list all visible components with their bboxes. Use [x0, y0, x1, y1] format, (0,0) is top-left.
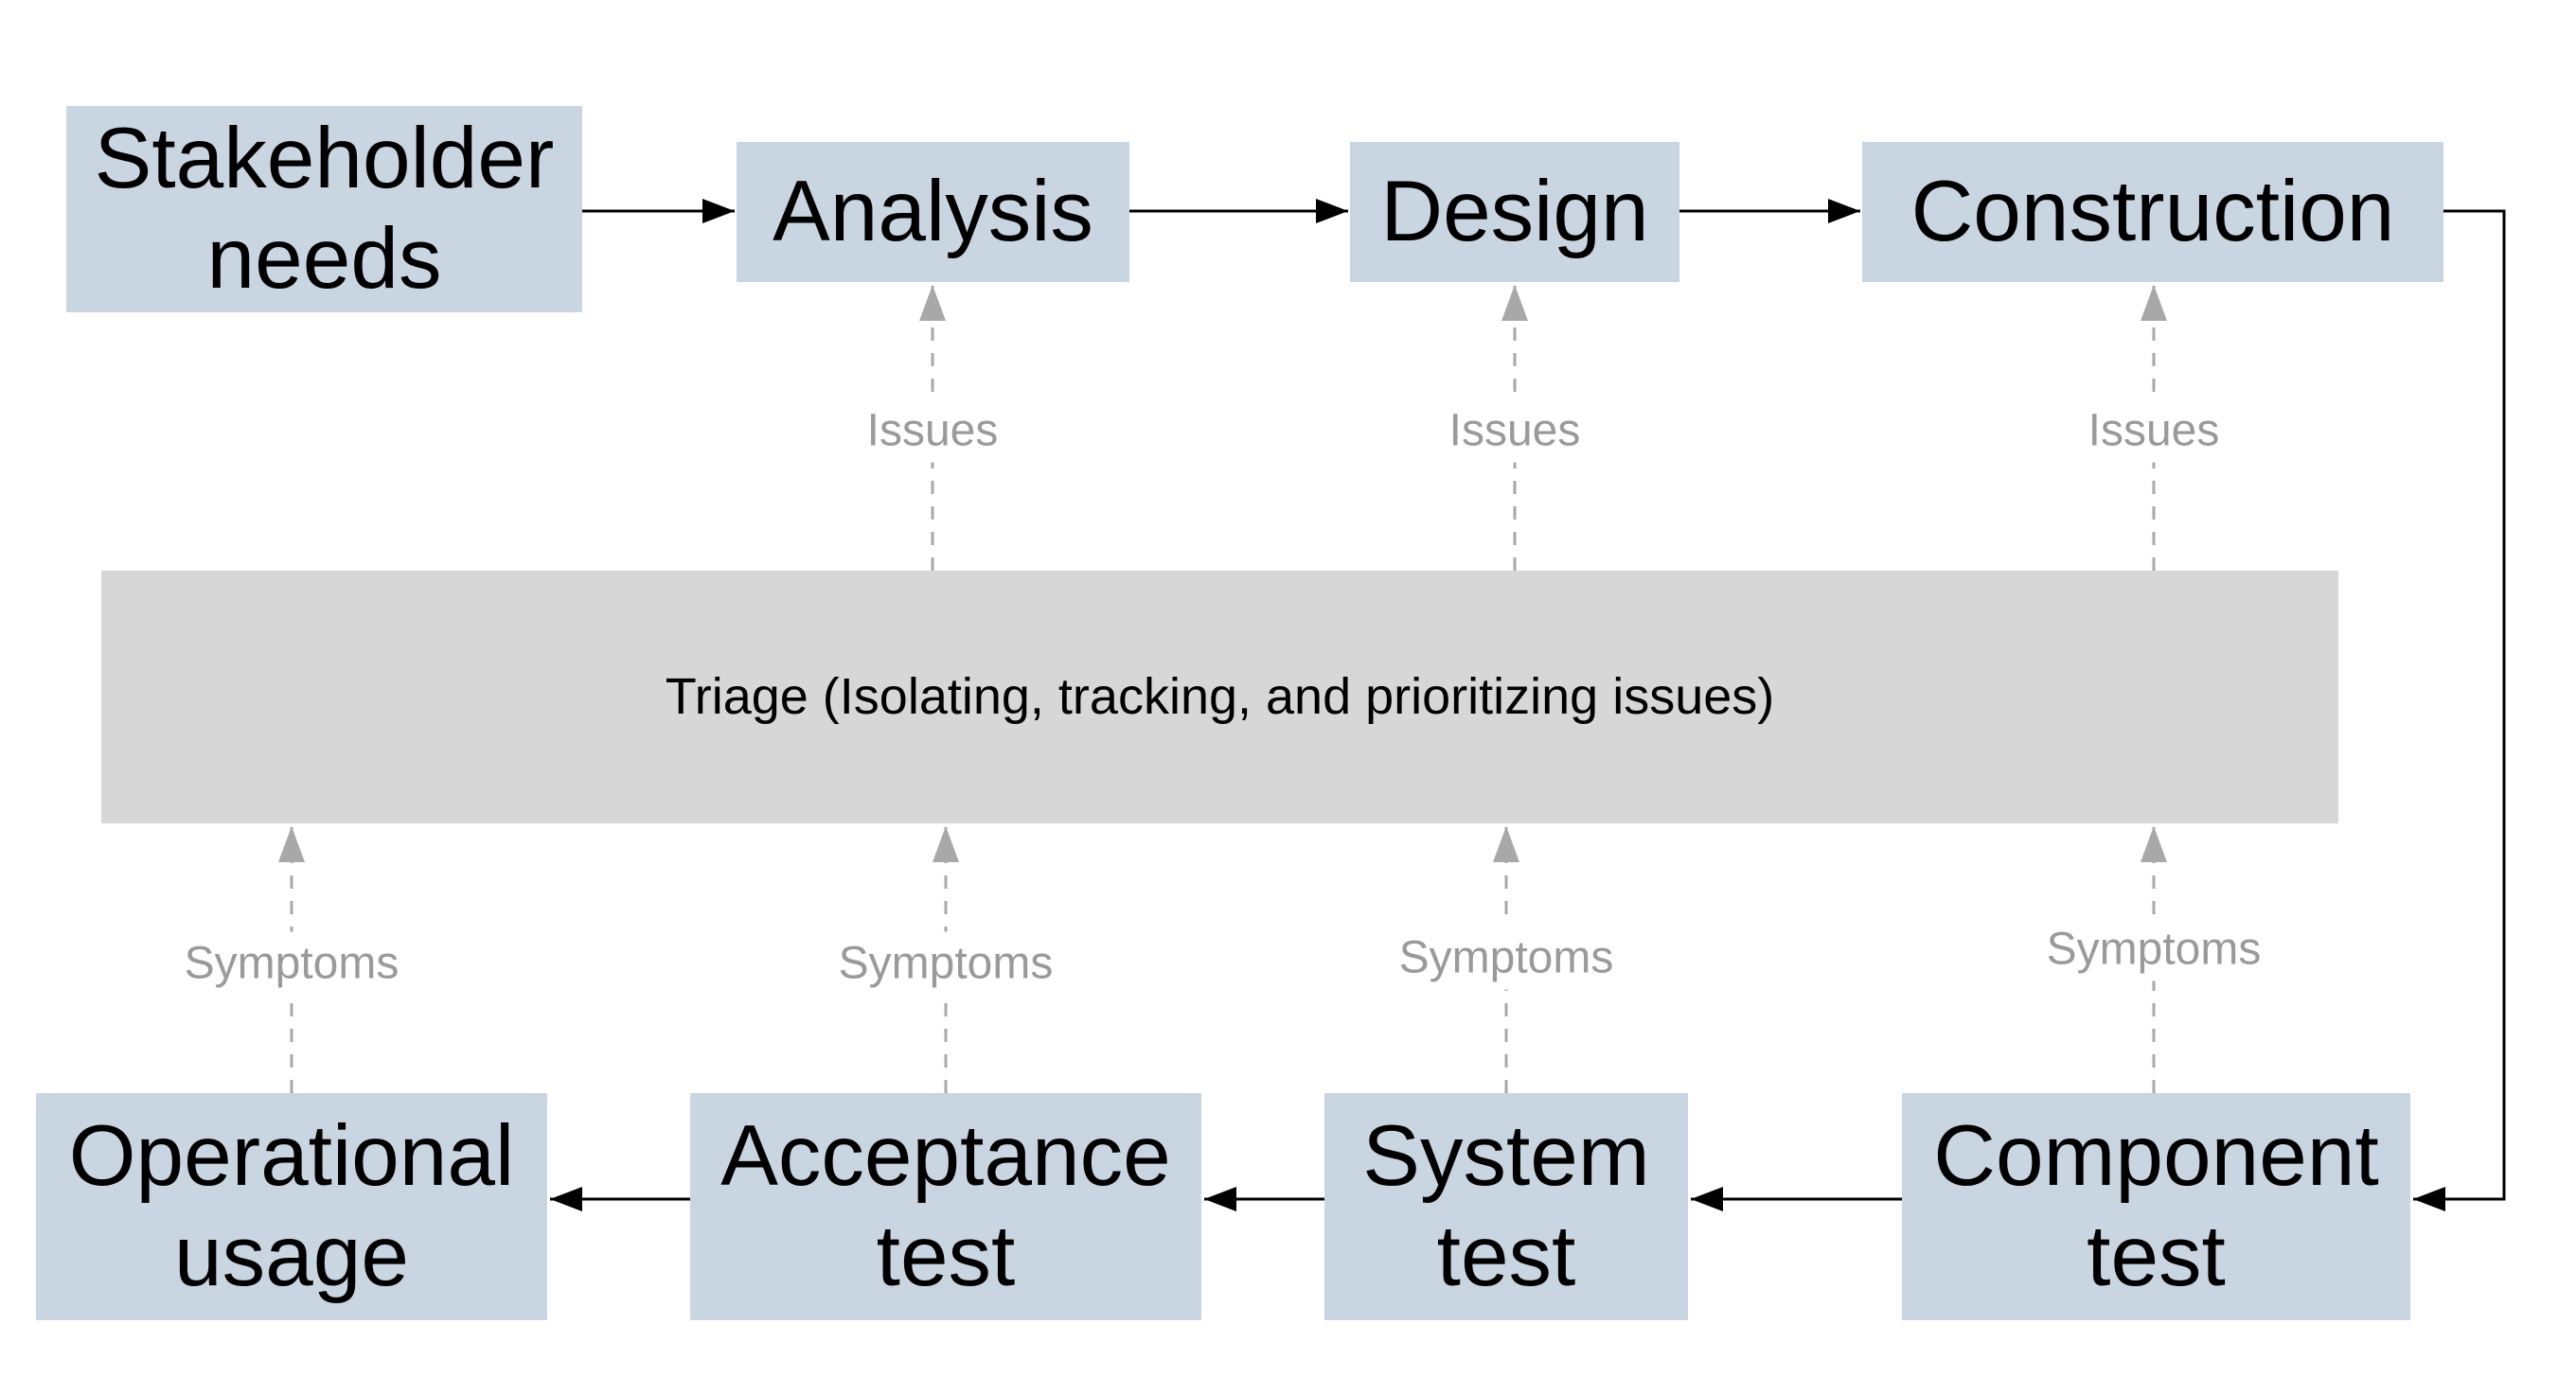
- flow-construction-to-component-test: [2413, 209, 2506, 1211]
- symptoms-label-component-test: Symptoms: [2034, 917, 2273, 981]
- issues-label-analysis: Issues: [855, 398, 1010, 463]
- issues-label-design: Issues: [1437, 398, 1592, 463]
- issues-label-construction: Issues: [2076, 398, 2231, 463]
- node-triage-bar: Triage (Isolating, tracking, and priorit…: [101, 571, 2338, 823]
- node-stakeholder-needs: Stakeholder needs: [66, 106, 582, 312]
- node-acceptance-test: Acceptance test: [690, 1093, 1201, 1320]
- node-system-test: System test: [1324, 1093, 1688, 1320]
- symptoms-label-acceptance-test: Symptoms: [826, 931, 1065, 996]
- node-operational-usage: Operational usage: [36, 1093, 547, 1320]
- symptoms-label-system-test: Symptoms: [1387, 926, 1626, 990]
- symptoms-label-operational-usage: Symptoms: [172, 931, 411, 996]
- node-design: Design: [1350, 142, 1679, 282]
- node-component-test: Component test: [1902, 1093, 2410, 1320]
- node-construction: Construction: [1862, 142, 2443, 282]
- node-analysis: Analysis: [737, 142, 1129, 282]
